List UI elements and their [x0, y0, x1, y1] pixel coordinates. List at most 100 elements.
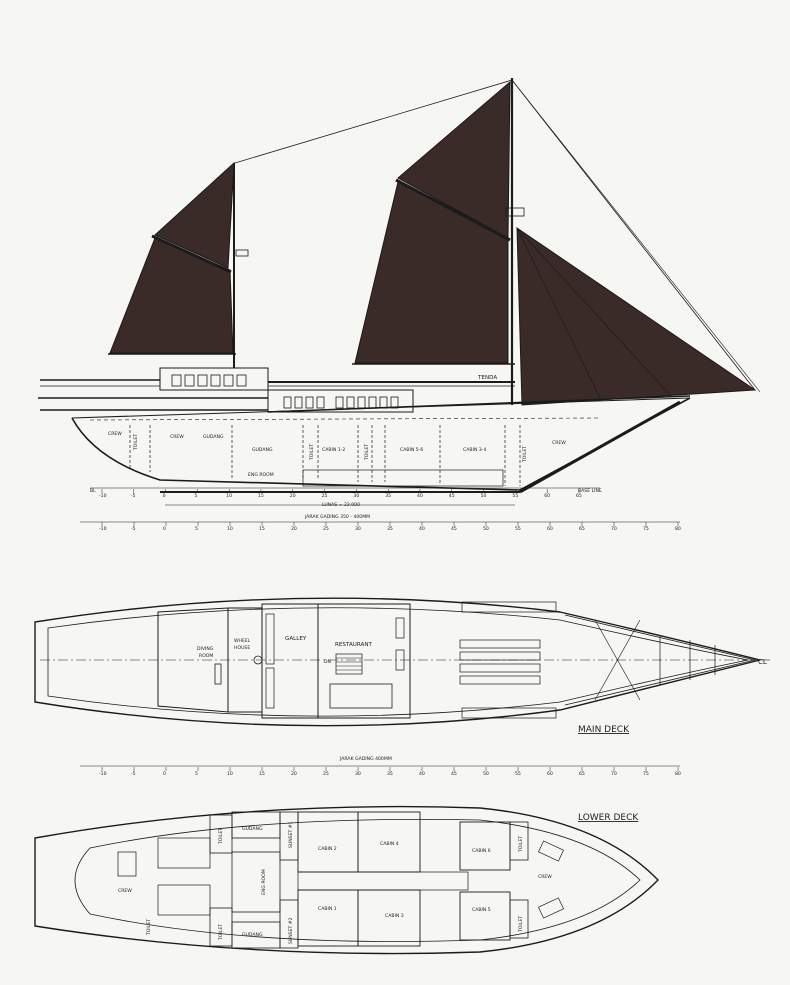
scale-tick-label: 10	[227, 526, 233, 532]
cabin-34-label: CABIN 3-4	[463, 447, 486, 453]
lower-corridor	[297, 871, 469, 891]
scale-tick-label: 50	[481, 493, 487, 499]
galley	[261, 603, 319, 719]
scale-tick-label: 0	[163, 771, 166, 777]
mid-windows	[283, 396, 399, 409]
hull-outline	[71, 397, 691, 491]
lower-deck-title: LOWER DECK	[578, 813, 639, 823]
scale-tick-label: 30	[355, 771, 361, 777]
jarak-gading-side: JARAK GADING 350 - 400MM	[304, 514, 370, 520]
hatch-4	[459, 675, 541, 685]
stay-line	[234, 79, 513, 164]
hatch-1	[459, 639, 541, 649]
scale-tick-label: 5	[195, 526, 198, 532]
scale-tick-label: 40	[419, 771, 425, 777]
port-bench	[461, 601, 557, 613]
scale-tick-label: 80	[675, 771, 681, 777]
scale-tick-label: 45	[449, 493, 455, 499]
scale-tick-label: 25	[323, 526, 329, 532]
mizzen-topsail	[154, 161, 235, 269]
scale-tick-label: 15	[259, 526, 265, 532]
scale-tick-label: 30	[355, 526, 361, 532]
jib-seam	[516, 227, 601, 399]
scale-tick-label: 70	[611, 526, 617, 532]
gudang-mid-label: GUDANG	[252, 447, 273, 453]
restaurant-label: RESTAURANT	[335, 642, 373, 648]
scale-tick-label: 20	[291, 526, 297, 532]
crew-aft2-label: CREW	[170, 434, 184, 440]
scale-tick-label: 45	[451, 771, 457, 777]
hatch-2	[459, 651, 541, 661]
forestay-line	[511, 79, 756, 391]
scale-tick-label: -5	[131, 526, 136, 532]
crew-aft-label: CREW	[108, 431, 122, 437]
scale-tick-label: -10	[99, 526, 107, 532]
toilet-1-label: TOILET	[309, 444, 315, 461]
stbd-bench	[461, 707, 557, 719]
wheel-label-2: HOUSE	[234, 645, 250, 651]
crew-fwd-label: CREW	[552, 440, 566, 446]
main-deck-outline	[34, 597, 761, 727]
toilet-2-label: TOILET	[364, 444, 370, 461]
scale-tick-label: 75	[643, 526, 649, 532]
tank-row	[302, 469, 504, 487]
cabin-12-label: CABIN 1-2	[322, 447, 345, 453]
mizzen-lamp	[235, 249, 249, 257]
scale-tick-label: 50	[483, 771, 489, 777]
lower-cabin-4: CABIN 4	[380, 841, 399, 847]
jib-sail	[516, 227, 757, 406]
eng-room-label: ENG ROOM	[248, 472, 274, 478]
scale-tick-label: -10	[99, 493, 107, 499]
scale-tick-label: 25	[322, 493, 328, 499]
galley-label: GALLEY	[285, 636, 307, 642]
scale-tick-label: 0	[163, 526, 166, 532]
dn-label: DN	[324, 659, 331, 665]
main-topsail	[397, 80, 511, 239]
stairs	[335, 653, 363, 675]
scale-tick-label: 30	[353, 493, 359, 499]
lower-deck-outline	[34, 805, 659, 955]
scale-tick-label: 5	[194, 493, 197, 499]
scale-tick-label: 75	[643, 771, 649, 777]
lower-toilet-aft: TOILET	[146, 919, 152, 936]
bl-label: BL	[90, 488, 96, 494]
dining-table	[329, 683, 393, 709]
scale-tick-label: 20	[291, 771, 297, 777]
bowsprit-posts	[659, 635, 716, 685]
lower-gudang-bot: GUDANG	[242, 932, 263, 938]
aft-cabin-house	[159, 367, 269, 391]
lower-toilet-bot: TOILET	[218, 924, 224, 941]
lower-cabin-2: CABIN 2	[318, 846, 337, 852]
scale-tick-label: 0	[163, 493, 166, 499]
scale-tick-label: 45	[451, 526, 457, 532]
scale-tick-label: 15	[258, 493, 264, 499]
lower-cabin-1: CABIN 1	[318, 906, 337, 912]
stem-post	[519, 400, 681, 494]
tenda-label: TENDA	[477, 375, 497, 381]
scale-tick-label: 55	[515, 526, 521, 532]
scale-tick-label: 65	[579, 526, 585, 532]
lower-eng-room	[231, 851, 281, 913]
scale-tick-label: 55	[515, 771, 521, 777]
scale-tick-label: 65	[576, 493, 582, 499]
bulkheads	[129, 425, 521, 486]
lower-sunset-1: SUNSET #1	[288, 821, 294, 848]
lower-deck-plan: LOWER DECK CREW TOILET TOILET TOILET GUD…	[34, 805, 659, 955]
cl-label: CL	[758, 658, 767, 666]
jib-seam-2	[516, 227, 671, 396]
scale-tick-label: -5	[131, 771, 136, 777]
lunas-label: LUNAS = 22.000	[322, 502, 360, 508]
scale-tick-label: 5	[195, 771, 198, 777]
scale-tick-label: 35	[387, 526, 393, 532]
bowsprit-net	[564, 614, 756, 706]
scale-tick-label: 15	[259, 771, 265, 777]
scale-tick-label: 35	[387, 771, 393, 777]
lower-toilet-top: TOILET	[218, 828, 224, 845]
diving-label-2: ROOM	[199, 653, 213, 659]
scale-tick-label: 35	[385, 493, 391, 499]
side-elevation: TENDA CREW TOILET	[38, 78, 761, 532]
jarak-gading-main: JARAK GADING 400MM	[339, 756, 392, 762]
